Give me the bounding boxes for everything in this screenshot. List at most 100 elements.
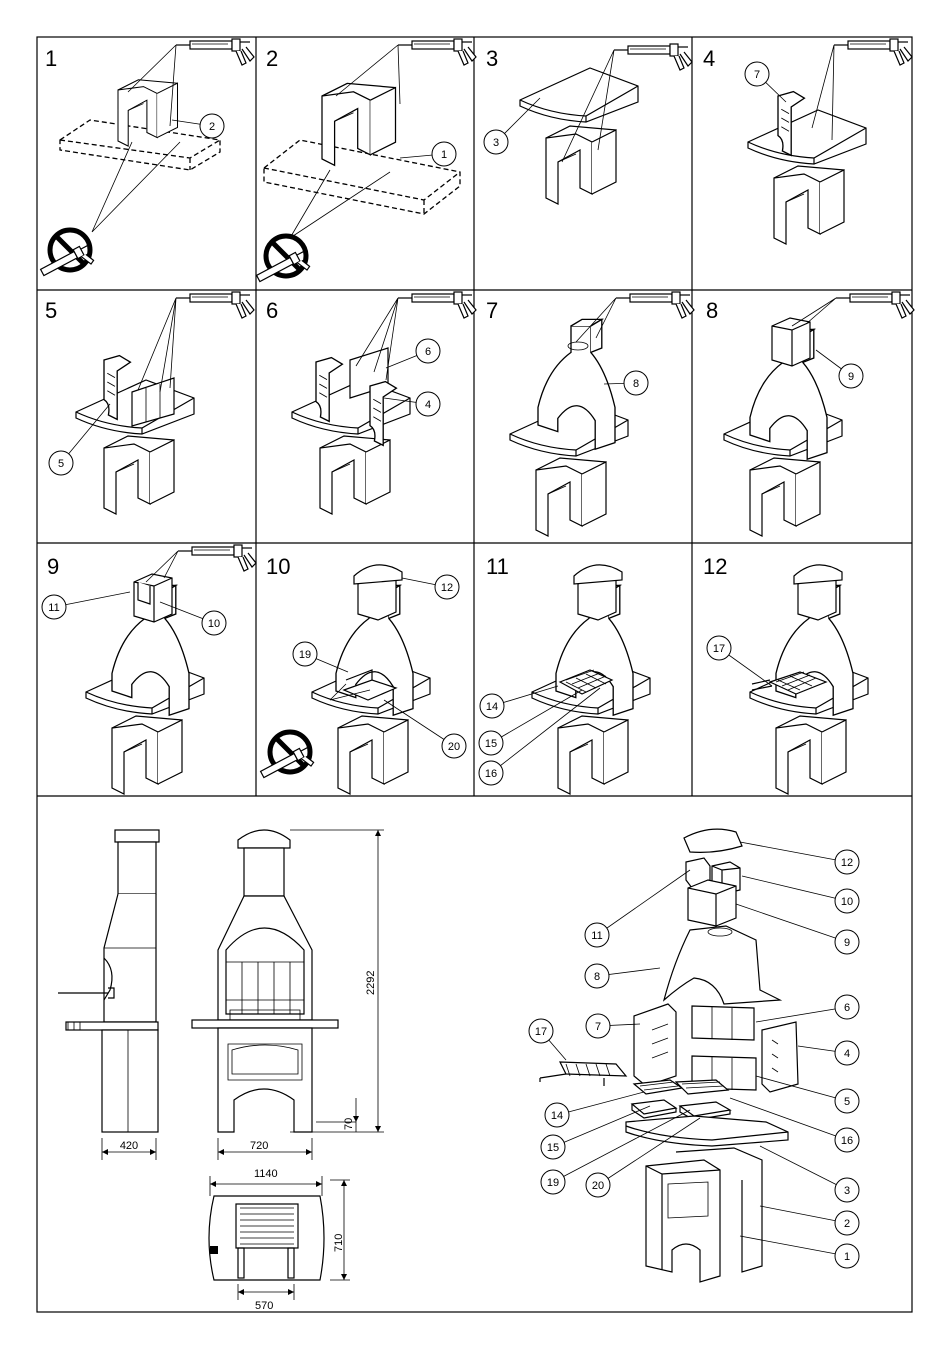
step-8-illustration bbox=[724, 292, 914, 536]
step-9-callout-11: 11 bbox=[42, 592, 130, 619]
exploded-part-callout-7: 7 bbox=[586, 1014, 640, 1038]
caulk-gun-icon bbox=[834, 39, 912, 65]
top-width-dimension-label: 1140 bbox=[254, 1168, 278, 1180]
callout-number: 2 bbox=[844, 1218, 850, 1230]
callout-number: 11 bbox=[591, 930, 602, 942]
step-number-2: 2 bbox=[266, 46, 278, 71]
top-depth-dimension-label: 710 bbox=[333, 1234, 345, 1252]
exploded-part-callout-4: 4 bbox=[798, 1041, 859, 1065]
front-view-drawing bbox=[192, 830, 384, 1160]
step-8-callout-9: 9 bbox=[816, 350, 863, 388]
callout-number: 19 bbox=[299, 649, 311, 661]
width-dimension-label: 720 bbox=[250, 1140, 268, 1152]
base-height-dimension-label: 70 bbox=[343, 1118, 355, 1130]
caulk-gun-icon bbox=[616, 292, 694, 318]
callout-number: 10 bbox=[841, 896, 853, 908]
callout-number: 10 bbox=[208, 618, 220, 630]
callout-leader-line bbox=[597, 870, 690, 935]
callout-number: 15 bbox=[485, 738, 497, 750]
caulk-gun-icon bbox=[176, 292, 254, 318]
step-10-callout-12: 12 bbox=[402, 575, 459, 599]
exploded-part-callout-11: 11 bbox=[585, 870, 690, 947]
callout-leader-line bbox=[760, 1146, 847, 1190]
callout-number: 20 bbox=[592, 1180, 604, 1192]
caulk-gun-icon bbox=[178, 545, 256, 571]
callout-number: 1 bbox=[441, 149, 447, 161]
step-12-callout-17: 17 bbox=[707, 636, 772, 686]
callout-number: 17 bbox=[535, 1026, 547, 1038]
callout-number: 15 bbox=[547, 1142, 559, 1154]
callout-number: 8 bbox=[633, 378, 639, 390]
callout-number: 16 bbox=[841, 1135, 853, 1147]
callout-leader-line bbox=[740, 842, 847, 862]
step-number-10: 10 bbox=[266, 554, 290, 579]
exploded-part-callout-17: 17 bbox=[529, 1019, 566, 1060]
callout-leader-line bbox=[736, 904, 847, 942]
step-12-illustration bbox=[750, 565, 868, 794]
step-9-illustration bbox=[86, 545, 256, 794]
callout-number: 9 bbox=[848, 371, 854, 383]
callout-number: 6 bbox=[425, 346, 431, 358]
caulk-gun-icon bbox=[614, 44, 692, 70]
callout-number: 16 bbox=[485, 768, 497, 780]
exploded-part-callout-3: 3 bbox=[760, 1146, 859, 1202]
callout-number: 9 bbox=[844, 937, 850, 949]
step-1-illustration bbox=[40, 39, 254, 286]
side-view-drawing bbox=[58, 830, 159, 1160]
caulk-gun-icon bbox=[398, 292, 476, 318]
step-number-5: 5 bbox=[45, 298, 57, 323]
callout-number: 2 bbox=[209, 121, 215, 133]
height-dimension-label: 2292 bbox=[365, 971, 377, 995]
callout-number: 12 bbox=[841, 857, 853, 869]
exploded-view-drawing bbox=[540, 829, 798, 1282]
callout-leader-line bbox=[557, 1092, 644, 1115]
callout-number: 3 bbox=[844, 1185, 850, 1197]
prohibited-icon bbox=[260, 732, 318, 788]
caulk-gun-icon bbox=[836, 292, 914, 318]
callout-number: 3 bbox=[493, 137, 499, 149]
step-5-illustration bbox=[76, 292, 254, 514]
step-number-3: 3 bbox=[486, 46, 498, 71]
callout-number: 7 bbox=[754, 69, 760, 81]
exploded-part-callout-12: 12 bbox=[740, 842, 859, 874]
callout-number: 17 bbox=[713, 643, 725, 655]
step-4-callout-7: 7 bbox=[745, 62, 786, 102]
step-1-callout-2: 2 bbox=[172, 114, 224, 138]
callout-number: 4 bbox=[425, 399, 431, 411]
callout-number: 12 bbox=[441, 582, 453, 594]
grill-width-dimension-label: 570 bbox=[255, 1300, 273, 1312]
callout-number: 5 bbox=[844, 1096, 850, 1108]
top-view-drawing bbox=[209, 1176, 350, 1300]
step-number-12: 12 bbox=[703, 554, 727, 579]
caulk-gun-icon bbox=[176, 39, 254, 65]
callout-number: 4 bbox=[844, 1048, 850, 1060]
exploded-part-callout-8: 8 bbox=[585, 964, 660, 988]
step-3-callout-3: 3 bbox=[484, 98, 540, 154]
step-number-8: 8 bbox=[706, 298, 718, 323]
prohibited-icon bbox=[256, 236, 314, 292]
callout-number: 6 bbox=[844, 1002, 850, 1014]
step-11-illustration bbox=[532, 565, 650, 794]
step-2-callout-1: 1 bbox=[400, 142, 456, 166]
callout-number: 14 bbox=[551, 1110, 563, 1122]
step-6-illustration bbox=[292, 292, 476, 514]
exploded-part-callout-2: 2 bbox=[760, 1206, 859, 1235]
step-10-illustration bbox=[260, 565, 430, 794]
step-number-11: 11 bbox=[486, 554, 509, 579]
step-6-callout-6: 6 bbox=[386, 339, 440, 368]
callout-number: 8 bbox=[594, 971, 600, 983]
step-number-7: 7 bbox=[486, 298, 498, 323]
step-3-illustration bbox=[520, 44, 692, 204]
callout-number: 7 bbox=[595, 1021, 601, 1033]
callout-number: 1 bbox=[844, 1251, 850, 1263]
step-4-illustration bbox=[748, 39, 912, 244]
depth-dimension-label: 420 bbox=[120, 1140, 138, 1152]
prohibited-icon bbox=[40, 230, 98, 286]
callout-number: 14 bbox=[486, 701, 498, 713]
exploded-part-callout-10: 10 bbox=[742, 876, 859, 913]
callout-number: 19 bbox=[547, 1177, 559, 1189]
callout-leader-line bbox=[756, 1007, 847, 1022]
step-7-illustration bbox=[510, 292, 694, 536]
callout-number: 5 bbox=[58, 458, 64, 470]
